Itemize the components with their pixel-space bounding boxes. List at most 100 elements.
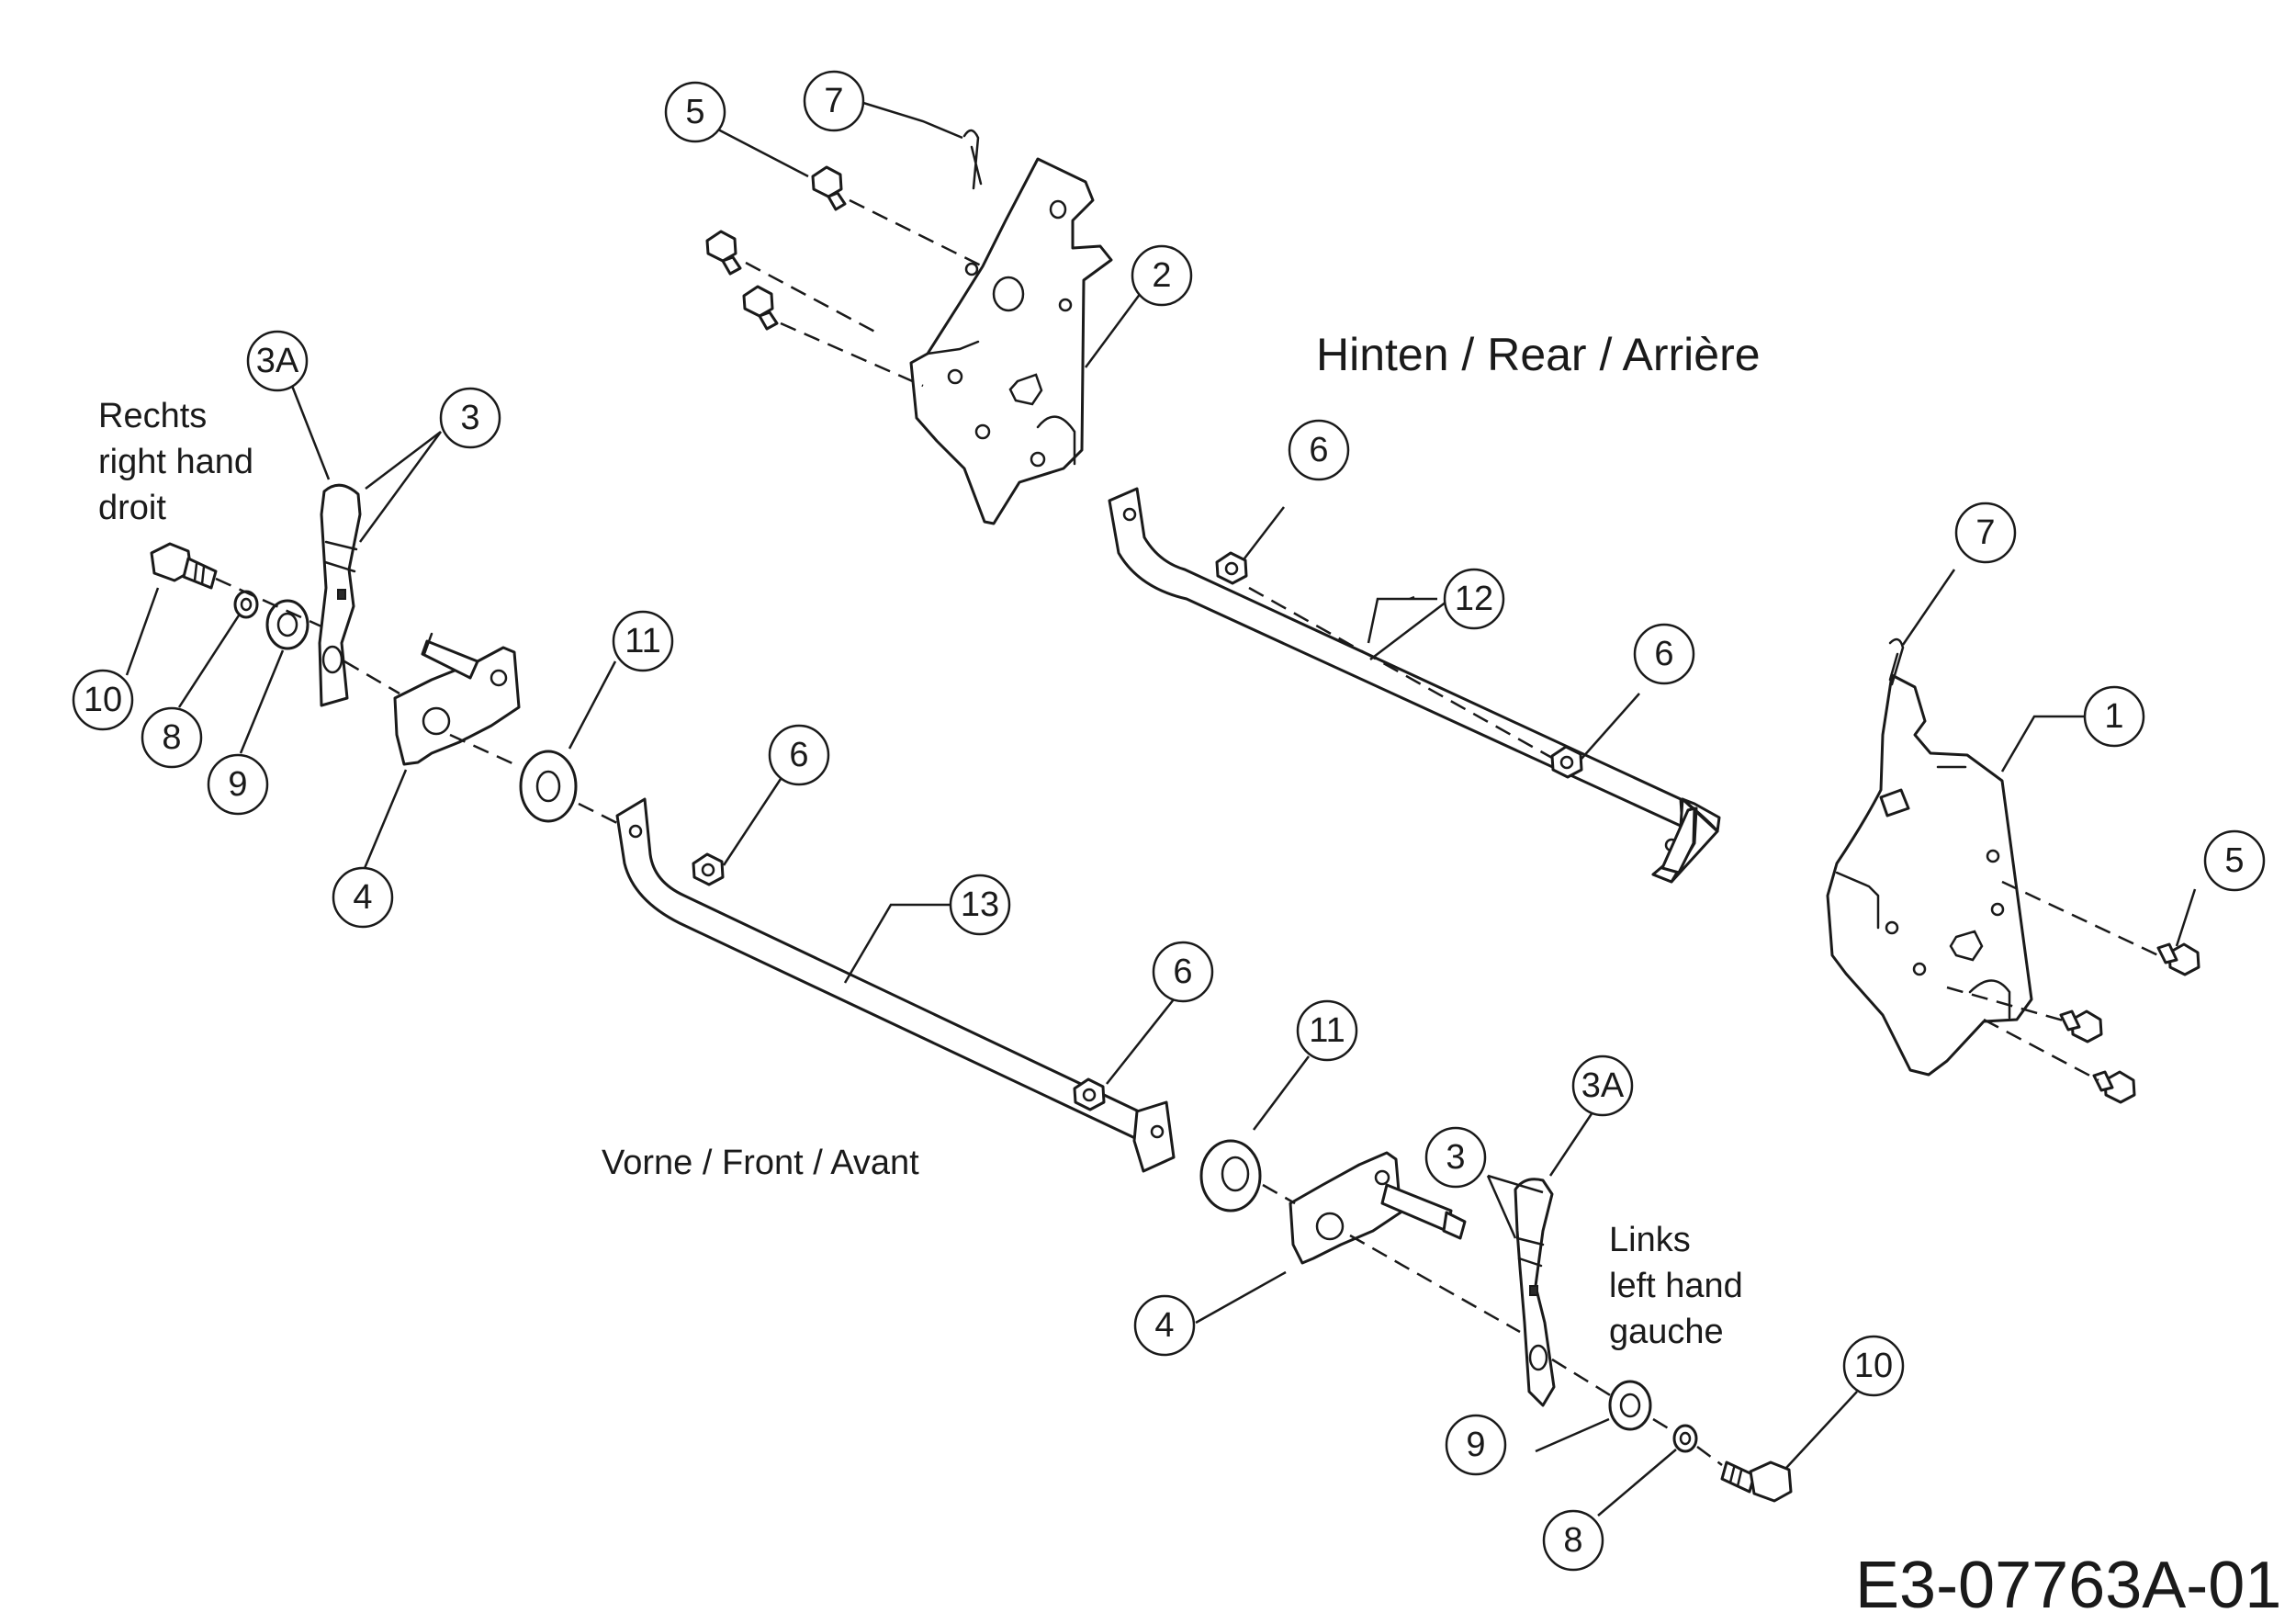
pivot-plate-part-4-right [393,632,521,766]
callout-6-rear-left: 6 [1288,419,1350,481]
callout-7-top: 7 [803,70,865,132]
assembly-line [578,802,625,829]
shoulder-bolt-left [1720,1460,1793,1503]
svg-text:11: 11 [1309,1011,1345,1050]
svg-text:5: 5 [685,93,704,131]
assembly-line [780,321,924,388]
callout-10-left: 10 [1842,1335,1905,1397]
callout-6-front-right: 6 [1152,941,1214,1003]
svg-text:4: 4 [353,878,372,917]
svg-text:6: 6 [1309,431,1328,469]
hair-pin-top [962,129,983,190]
washer-small-left [1672,1424,1698,1453]
left-hand-label-de: Links [1609,1221,1691,1259]
svg-text:3A: 3A [1581,1066,1625,1105]
left-hand-label-fr: gauche [1609,1313,1724,1351]
svg-text:7: 7 [824,82,843,120]
rear-rod-right-tab [1660,806,1696,874]
assembly-line [1349,1234,1521,1334]
flange-nut-mid [705,230,742,276]
svg-text:10: 10 [1854,1347,1893,1385]
nut-rear-left [1215,551,1248,585]
rear-bracket-part-2 [909,157,1113,525]
lever-part-3-right [318,483,362,707]
assembly-line [1946,986,2067,1023]
svg-text:11: 11 [625,622,660,660]
svg-text:6: 6 [789,736,808,774]
flange-nut-right-mid [2059,1009,2103,1043]
callout-9-right: 9 [207,753,269,816]
front-rod-part-13 [615,797,1176,1173]
assembly-line [1983,1018,2099,1082]
callout-1: 1 [2083,685,2145,748]
svg-text:8: 8 [1563,1521,1582,1560]
flange-nut-low [742,285,779,331]
assembly-line [1652,1417,1677,1435]
callout-3a-right: 3A [246,330,309,392]
assembly-line [1551,1358,1613,1398]
callout-12: 12 [1443,568,1505,630]
flange-nut-right-low [2092,1070,2136,1104]
svg-text:9: 9 [1466,1426,1485,1464]
bracket-part-1 [1826,673,2033,1077]
right-hand-label-en: right hand [98,443,253,481]
callout-5-top: 5 [664,81,726,143]
svg-text:6: 6 [1173,953,1192,991]
assembly-line [343,660,400,695]
shoulder-bolt-right [150,542,218,590]
callout-8-left: 8 [1542,1509,1604,1572]
nut-front-right [1073,1077,1106,1111]
lever-part-3-left [1514,1178,1556,1407]
rear-label: Hinten / Rear / Arrière [1316,329,1761,380]
pivot-plate-part-4-left [1289,1151,1467,1265]
assembly-line [849,198,984,268]
callout-7-right: 7 [1954,502,2017,564]
svg-text:10: 10 [84,681,122,719]
callout-5-right: 5 [2203,829,2266,892]
assembly-line [2001,880,2159,957]
nut-rear-right [1550,745,1583,779]
assembly-line [449,733,515,766]
spacer-washer-11-left [1199,1139,1262,1212]
callout-3a-left: 3A [1571,1054,1634,1117]
flange-nut-right-top [2156,942,2200,976]
svg-text:7: 7 [1975,513,1995,552]
callout-2: 2 [1131,244,1193,307]
svg-text:12: 12 [1455,580,1493,618]
callout-10-right: 10 [72,669,134,731]
washer-large-left [1608,1380,1652,1431]
right-hand-label-de: Rechts [98,397,207,435]
callout-13: 13 [949,874,1011,936]
svg-text:3A: 3A [256,342,299,380]
assembly-line [1262,1183,1296,1205]
assembly-line [1696,1445,1723,1467]
leader-lines [125,101,2197,1517]
callout-3-left: 3 [1424,1126,1487,1189]
right-hand-label-fr: droit [98,489,166,527]
hair-pin-right [1888,637,1905,686]
callout-9-left: 9 [1445,1414,1507,1476]
svg-text:5: 5 [2224,841,2244,880]
svg-text:3: 3 [460,399,479,437]
left-hand-label-en: left hand [1609,1267,1743,1305]
callout-3-right: 3 [439,387,501,449]
washer-large-right [265,599,310,650]
assembly-line [1248,586,1553,760]
spacer-washer-11-right [519,750,578,823]
svg-text:4: 4 [1154,1306,1174,1345]
callout-4-right: 4 [332,866,394,929]
callout-8-right: 8 [141,706,203,769]
callout-11-left: 11 [1296,999,1358,1062]
svg-text:6: 6 [1654,635,1673,673]
flange-nut-top [811,165,847,211]
front-label: Vorne / Front / Avant [602,1144,919,1182]
svg-text:3: 3 [1446,1138,1465,1177]
callout-6-front-left: 6 [768,724,830,786]
assembly-line [215,577,322,628]
rear-rod-part-12 [1108,487,1721,884]
drawing-code: E3-07763A-01 [1855,1549,2281,1622]
nut-front-left [692,852,725,886]
callout-11-right: 11 [612,610,674,672]
svg-text:1: 1 [2104,697,2123,736]
